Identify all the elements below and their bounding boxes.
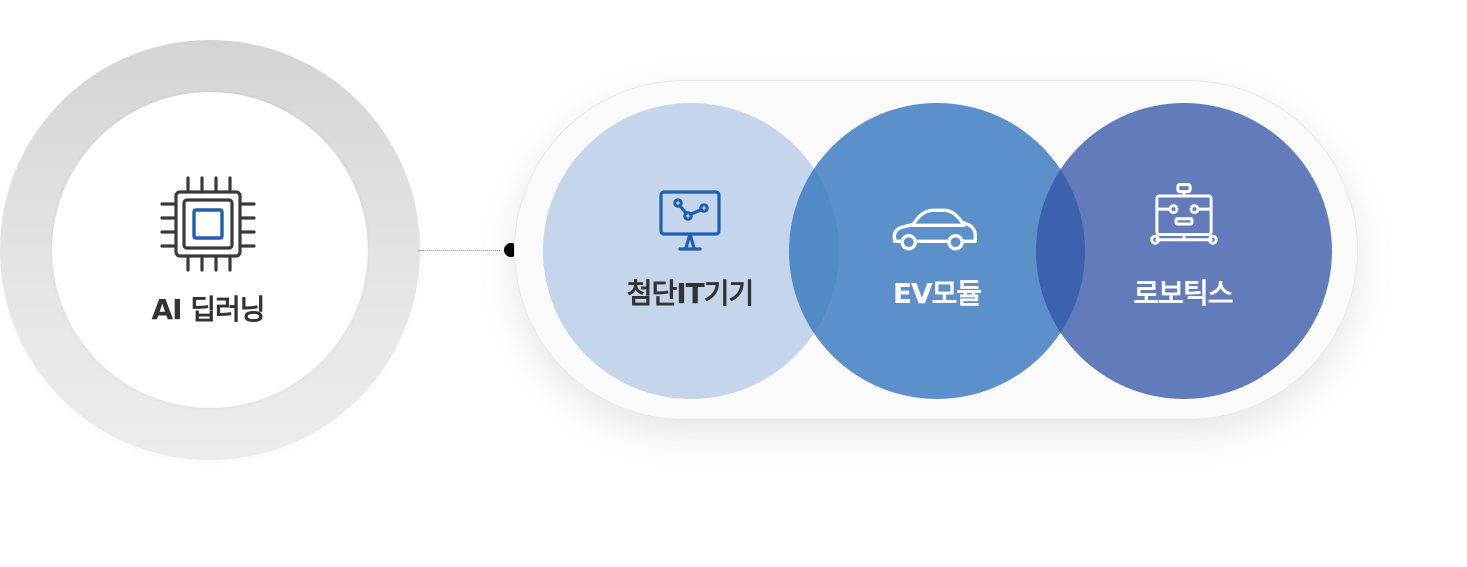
node-label-ev-module: EV모듈	[892, 277, 982, 310]
node-circle-robotics	[1036, 103, 1332, 399]
node-circle-ev-module	[789, 103, 1085, 399]
monitor-network-icon	[659, 190, 721, 251]
chip-icon	[160, 176, 256, 272]
car-icon	[892, 208, 977, 251]
ai-ring	[0, 40, 420, 460]
ai-label: AI 딥러닝	[151, 293, 265, 326]
connector-line	[418, 250, 510, 251]
node-label-it-devices: 첨단IT기기	[626, 277, 755, 310]
ai-ring-inner	[52, 92, 368, 408]
robot-icon	[1150, 183, 1218, 245]
node-label-robotics: 로보틱스	[1133, 277, 1233, 310]
